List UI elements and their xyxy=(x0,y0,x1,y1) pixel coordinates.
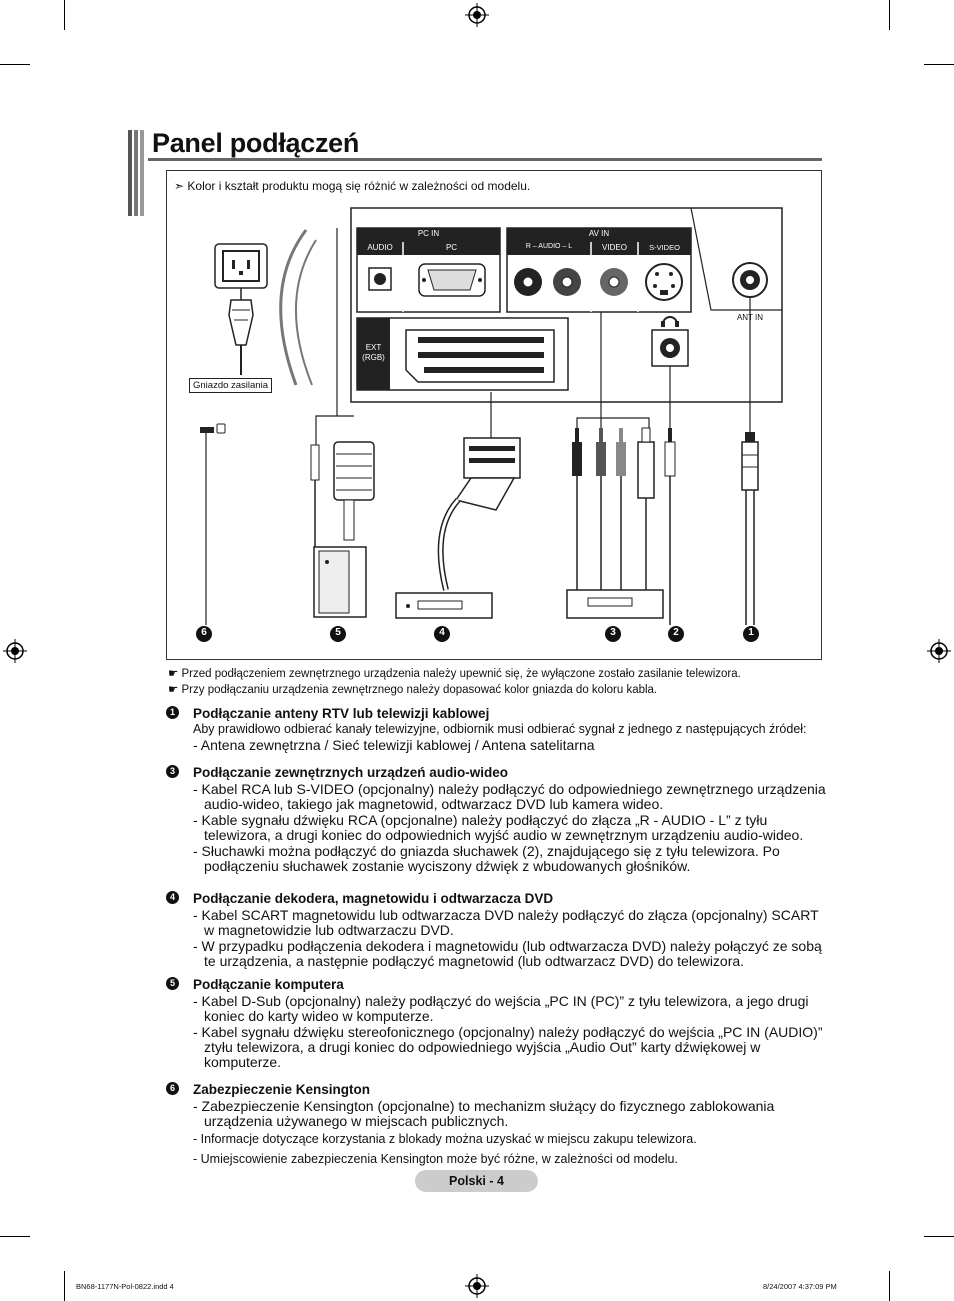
section-av-devices: 3 Podłączanie zewnętrznych urządzeń audi… xyxy=(166,765,826,874)
panel-note: ☛ Przed podłączeniem zewnętrznego urządz… xyxy=(168,668,741,680)
crop-mark xyxy=(924,64,954,65)
section-heading: 4 Podłączanie dekodera, magnetowidu i od… xyxy=(166,891,826,907)
section-heading: 3 Podłączanie zewnętrznych urządzeń audi… xyxy=(166,765,826,781)
crop-mark xyxy=(924,1236,954,1237)
diagram-note: ➣ Kolor i kształt produktu mogą się różn… xyxy=(174,179,531,193)
label-audio: AUDIO xyxy=(367,243,393,252)
label-power-socket: Gniazdo zasilania xyxy=(189,378,272,393)
label-video: VIDEO xyxy=(602,243,627,252)
callout-4: 4 xyxy=(439,627,445,638)
bullet-item: - Kable sygnału dźwięku RCA (opcjonalne)… xyxy=(193,812,804,843)
section-title: Podłączanie dekodera, magnetowidu i odtw… xyxy=(193,891,554,906)
callout-2: 2 xyxy=(673,627,679,638)
bullet-item: - Umiejscowienie zabezpieczenia Kensingt… xyxy=(193,1152,678,1166)
crop-mark xyxy=(0,64,30,65)
label-pc-in: PC IN xyxy=(417,229,440,238)
callout-1: 1 xyxy=(748,627,754,638)
title-rule xyxy=(148,158,822,161)
page-title: Panel podłączeń xyxy=(152,128,360,158)
section-title: Podłączanie anteny RTV lub telewizji kab… xyxy=(193,706,490,721)
file-name: BN68-1177N-Pol-0822.indd 4 xyxy=(76,1282,174,1291)
bullet-item: - Informacje dotyczące korzystania z blo… xyxy=(193,1132,697,1146)
section-text: Aby prawidłowo odbierać kanały telewizyj… xyxy=(193,722,807,736)
callout-5: 5 xyxy=(335,627,341,638)
section-text: - Antena zewnętrzna / Sieć telewizji kab… xyxy=(193,737,595,753)
bullet-item: - W przypadku podłączenia dekodera i mag… xyxy=(193,938,822,969)
section-number-badge: 1 xyxy=(166,706,179,719)
label-rgb: (RGB) xyxy=(362,353,385,362)
section-heading: 5 Podłączanie komputera xyxy=(166,977,826,993)
section-heading: 6 Zabezpieczenie Kensington xyxy=(166,1082,826,1098)
label-ant-in: ANT IN xyxy=(736,313,764,322)
crop-mark xyxy=(889,1271,890,1301)
callout-6: 6 xyxy=(201,627,207,638)
section-number-badge: 5 xyxy=(166,977,179,990)
section-heading: 1 Podłączanie anteny RTV lub telewizji k… xyxy=(166,706,826,722)
section-title: Zabezpieczenie Kensington xyxy=(193,1082,371,1097)
crop-mark xyxy=(64,0,65,30)
page-number-label: Polski - 4 xyxy=(415,1170,538,1192)
bullet-item: - Zabezpieczenie Kensington (opcjonalne)… xyxy=(193,1098,775,1129)
registration-mark-icon xyxy=(465,3,489,27)
bullet-item: - Kabel RCA lub S-VIDEO (opcjonalny) nal… xyxy=(193,781,826,812)
bullet-item: - Kabel D-Sub (opcjonalny) należy podłąc… xyxy=(193,993,809,1024)
crop-mark xyxy=(889,0,890,30)
registration-mark-icon xyxy=(927,639,951,663)
label-pc: PC xyxy=(445,243,458,252)
crop-mark xyxy=(0,1236,30,1237)
callout-3: 3 xyxy=(610,627,616,638)
section-number-badge: 4 xyxy=(166,891,179,904)
connection-diagram xyxy=(166,170,822,660)
bullet-item: - Słuchawki można podłączyć do gniazda s… xyxy=(193,843,780,874)
section-computer: 5 Podłączanie komputera - Kabel D-Sub (o… xyxy=(166,977,826,1070)
section-title: Podłączanie zewnętrznych urządzeń audio-… xyxy=(193,765,509,780)
title-decoration xyxy=(128,130,144,216)
connection-panel-illustration xyxy=(196,207,783,642)
section-number-badge: 6 xyxy=(166,1082,179,1095)
section-antenna: 1 Podłączanie anteny RTV lub telewizji k… xyxy=(166,706,826,753)
print-timestamp: 8/24/2007 4:37:09 PM xyxy=(763,1282,837,1291)
section-kensington: 6 Zabezpieczenie Kensington - Zabezpiecz… xyxy=(166,1082,826,1167)
crop-mark xyxy=(64,1271,65,1301)
label-s-video: S-VIDEO xyxy=(649,243,680,252)
bullet-item: - Kabel SCART magnetowidu lub odtwarzacz… xyxy=(193,907,819,938)
label-r-audio-l: R – AUDIO – L xyxy=(525,243,573,250)
section-title: Podłączanie komputera xyxy=(193,977,344,992)
bullet-item: - Kabel sygnału dźwięku stereofonicznego… xyxy=(193,1024,823,1070)
panel-note: ☛ Przy podłączaniu urządzenia zewnętrzne… xyxy=(168,684,658,696)
section-decoder: 4 Podłączanie dekodera, magnetowidu i od… xyxy=(166,891,826,969)
section-number-badge: 3 xyxy=(166,765,179,778)
label-ext: EXT xyxy=(365,343,382,352)
registration-mark-icon xyxy=(3,639,27,663)
label-av-in: AV IN xyxy=(588,229,610,238)
registration-mark-icon xyxy=(465,1274,489,1298)
